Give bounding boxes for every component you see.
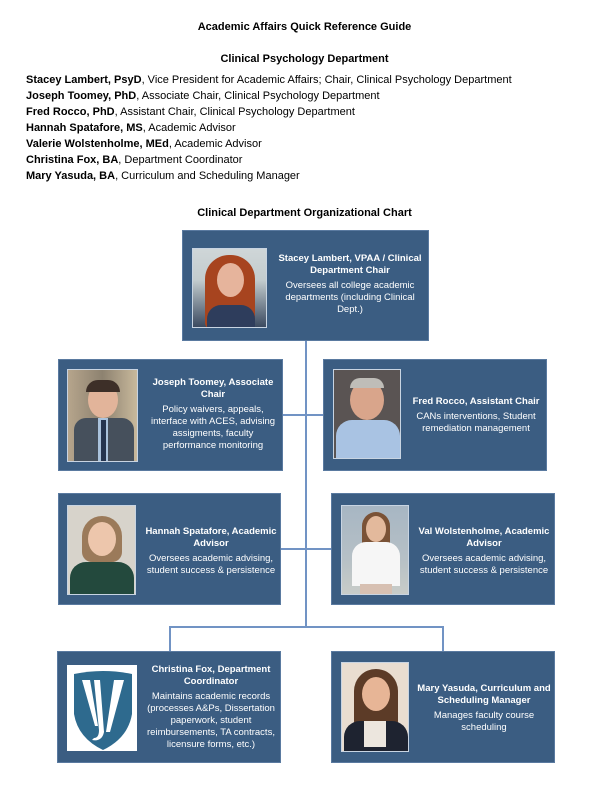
org-node-rocco: Fred Rocco, Assistant Chair CANs interve… xyxy=(323,359,547,471)
roster-role: , Assistant Chair, Clinical Psychology D… xyxy=(114,106,355,118)
fox-text: Christina Fox, Department Coordinator Ma… xyxy=(144,664,278,751)
spatafore-photo xyxy=(67,505,136,595)
connector-yasuda xyxy=(442,626,444,651)
spatafore-text: Hannah Spatafore, Academic Advisor Overs… xyxy=(143,526,279,577)
yasuda-text: Mary Yasuda, Curriculum and Scheduling M… xyxy=(416,683,552,734)
roster-role: , Associate Chair, Clinical Psychology D… xyxy=(136,90,380,102)
roster-name: Hannah Spatafore, MS xyxy=(26,122,143,134)
shield-logo xyxy=(67,665,137,751)
roster-item: Fred Rocco, PhD, Assistant Chair, Clinic… xyxy=(26,104,512,120)
node-description: Oversees all college academic department… xyxy=(285,280,415,315)
wolstenholme-text: Val Wolstenholme, Academic Advisor Overs… xyxy=(416,526,552,577)
connector-advisors xyxy=(281,548,331,550)
node-description: Policy waivers, appeals, interface with … xyxy=(150,404,276,451)
roster-item: Hannah Spatafore, MS, Academic Advisor xyxy=(26,120,512,136)
roster-item: Christina Fox, BA, Department Coordinato… xyxy=(26,152,512,168)
roster-role: , Academic Advisor xyxy=(142,122,236,134)
roster-role: , Department Coordinator xyxy=(118,154,243,166)
roster-role: , Vice President for Academic Affairs; C… xyxy=(141,74,512,86)
roster-item: Stacey Lambert, PsyD, Vice President for… xyxy=(26,72,512,88)
node-name: Mary Yasuda, Curriculum and Scheduling M… xyxy=(417,683,551,706)
roster-role: , Academic Advisor xyxy=(168,138,262,150)
connector-fox xyxy=(169,626,171,651)
node-name: Hannah Spatafore, Academic Advisor xyxy=(145,526,277,549)
staff-roster: Stacey Lambert, PsyD, Vice President for… xyxy=(26,72,512,184)
lambert-text: Stacey Lambert, VPAA / Clinical Departme… xyxy=(275,253,425,316)
org-node-lambert: Stacey Lambert, VPAA / Clinical Departme… xyxy=(182,230,429,341)
node-description: Manages faculty course scheduling xyxy=(433,710,535,733)
node-name: Stacey Lambert, VPAA / Clinical Departme… xyxy=(278,253,422,276)
roster-item: Valerie Wolstenholme, MEd, Academic Advi… xyxy=(26,136,512,152)
roster-item: Mary Yasuda, BA, Curriculum and Scheduli… xyxy=(26,168,512,184)
department-title: Clinical Psychology Department xyxy=(220,53,389,65)
org-node-yasuda: Mary Yasuda, Curriculum and Scheduling M… xyxy=(331,651,555,763)
org-node-toomey: Joseph Toomey, Associate Chair Policy wa… xyxy=(58,359,283,471)
org-node-fox: Christina Fox, Department Coordinator Ma… xyxy=(57,651,281,763)
org-node-spatafore: Hannah Spatafore, Academic Advisor Overs… xyxy=(58,493,281,605)
roster-name: Valerie Wolstenholme, MEd xyxy=(26,138,169,150)
roster-name: Mary Yasuda, BA xyxy=(26,170,116,182)
node-name: Fred Rocco, Assistant Chair xyxy=(412,396,540,407)
node-description: CANs interventions, Student remediation … xyxy=(416,411,536,434)
org-chart-title: Clinical Department Organizational Chart xyxy=(197,207,412,219)
roster-item: Joseph Toomey, PhD, Associate Chair, Cli… xyxy=(26,88,512,104)
node-description: Oversees academic advising, student succ… xyxy=(146,553,276,576)
rocco-photo xyxy=(333,369,401,459)
roster-name: Joseph Toomey, PhD xyxy=(26,90,137,102)
roster-role: , Curriculum and Scheduling Manager xyxy=(115,170,300,182)
yasuda-photo xyxy=(341,662,409,752)
node-name: Val Wolstenholme, Academic Advisor xyxy=(418,526,550,549)
wolstenholme-photo xyxy=(341,505,409,595)
roster-name: Fred Rocco, PhD xyxy=(26,106,115,118)
node-description: Oversees academic advising, student succ… xyxy=(419,553,549,576)
roster-name: Stacey Lambert, PsyD xyxy=(26,74,142,86)
toomey-text: Joseph Toomey, Associate Chair Policy wa… xyxy=(146,377,280,452)
org-node-wolstenholme: Val Wolstenholme, Academic Advisor Overs… xyxy=(331,493,555,605)
lambert-photo xyxy=(192,248,267,328)
rocco-text: Fred Rocco, Assistant Chair CANs interve… xyxy=(408,396,544,435)
document-title: Academic Affairs Quick Reference Guide xyxy=(197,21,412,33)
shield-icon xyxy=(74,671,132,750)
connector-bottom-bar xyxy=(169,626,443,628)
node-description: Maintains academic records (processes A&… xyxy=(147,691,275,750)
node-name: Joseph Toomey, Associate Chair xyxy=(152,377,274,400)
connector-vertical-main xyxy=(305,341,307,627)
roster-name: Christina Fox, BA xyxy=(26,154,119,166)
toomey-photo xyxy=(67,369,138,462)
connector-toomey xyxy=(283,414,323,416)
node-name: Christina Fox, Department Coordinator xyxy=(151,664,271,687)
